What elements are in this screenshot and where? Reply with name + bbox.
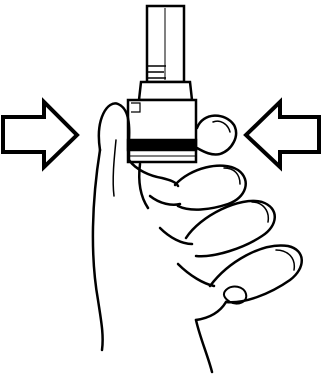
squeeze-illustration [0,0,322,392]
diagram-canvas [0,0,322,392]
